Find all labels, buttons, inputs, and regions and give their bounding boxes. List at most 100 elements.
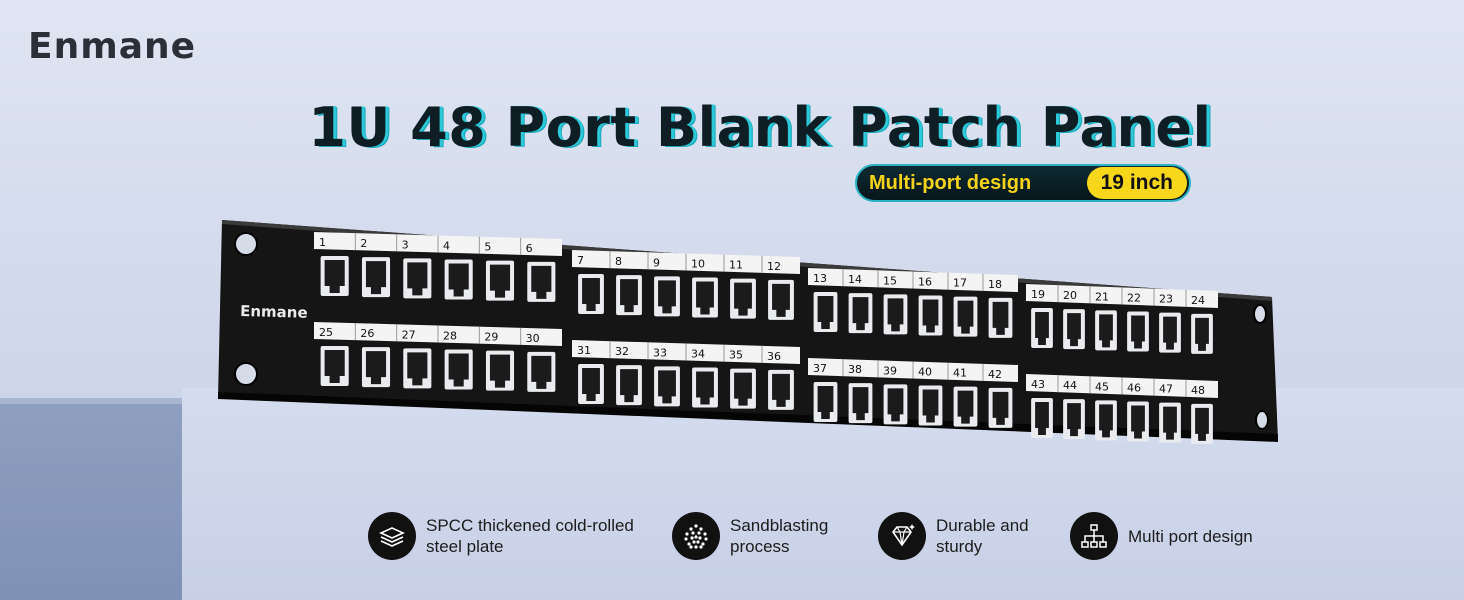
port-number: 12	[767, 260, 781, 273]
port-number: 40	[918, 366, 932, 379]
port-number: 18	[988, 278, 1002, 291]
port-slot	[324, 350, 345, 383]
port-slot	[620, 369, 638, 403]
port-number: 21	[1095, 290, 1109, 303]
port-slot	[448, 263, 469, 297]
port-number: 7	[577, 254, 584, 267]
dot	[703, 532, 707, 536]
port-slot	[1131, 405, 1145, 439]
port-slot	[620, 279, 638, 313]
brand-logo: Enmane	[28, 26, 197, 67]
port-slot	[887, 298, 904, 332]
port-slot	[734, 372, 752, 406]
port-number: 20	[1063, 289, 1077, 302]
port-slot	[658, 280, 676, 314]
dot	[697, 531, 701, 535]
dot	[689, 545, 693, 549]
background-step	[0, 402, 182, 600]
port-number: 48	[1191, 384, 1205, 397]
mount-hole	[234, 362, 258, 386]
port-slot	[1035, 402, 1049, 435]
port-number: 2	[360, 237, 367, 250]
feature-line: Durable and	[936, 516, 1029, 535]
port-number: 29	[484, 331, 498, 344]
port-slot	[922, 389, 939, 423]
dot	[684, 537, 688, 541]
stacked-plates-icon	[368, 512, 416, 560]
tag-pill: Multi-port design 19 inch	[855, 164, 1191, 202]
port-number: 27	[402, 328, 416, 341]
port-slot	[1195, 407, 1209, 441]
port-number: 47	[1159, 383, 1173, 396]
port-number: 13	[813, 272, 827, 285]
port-slot	[1163, 406, 1177, 440]
port-number: 46	[1127, 382, 1141, 395]
mount-hole	[1253, 304, 1267, 324]
mount-hole	[234, 232, 258, 256]
port-number: 43	[1031, 378, 1045, 391]
port-number: 14	[848, 273, 862, 286]
port-number: 32	[615, 345, 629, 358]
port-slot	[365, 261, 387, 295]
port-slot	[696, 371, 714, 405]
port-slot	[817, 386, 834, 419]
port-number: 34	[691, 348, 705, 361]
feature-line: sturdy	[936, 537, 983, 556]
port-slot	[772, 373, 790, 407]
port-slot	[324, 260, 345, 293]
port-slot	[489, 264, 511, 298]
port-slot	[1067, 403, 1081, 437]
port-slot	[772, 283, 790, 317]
port-slot	[531, 265, 552, 299]
port-number: 10	[691, 258, 705, 271]
dot	[689, 527, 693, 531]
feature-line: process	[730, 537, 790, 556]
port-slot	[1099, 404, 1113, 438]
background-step-edge	[0, 398, 182, 404]
diamond-icon	[878, 512, 926, 560]
dot	[698, 536, 702, 540]
port-number: 28	[443, 330, 457, 343]
port-number: 45	[1095, 380, 1109, 393]
port-number: 35	[729, 349, 743, 362]
port-number: 16	[918, 276, 932, 289]
port-number: 36	[767, 350, 781, 363]
port-slot	[1195, 317, 1209, 351]
mount-hole	[1255, 410, 1269, 430]
dot	[694, 524, 698, 528]
port-slot	[817, 296, 834, 329]
port-number: 8	[615, 255, 622, 268]
port-slot	[448, 353, 469, 387]
port-number: 17	[953, 277, 967, 290]
feature-line: Sandblasting	[730, 516, 829, 535]
port-number: 37	[813, 362, 827, 375]
dot	[687, 542, 691, 546]
port-slot	[957, 300, 974, 334]
dot	[691, 531, 695, 535]
port-number: 3	[402, 238, 409, 251]
dot	[685, 532, 689, 536]
dot	[696, 540, 700, 544]
feature-steel-plate: SPCC thickened cold-rolled steel plate	[368, 512, 634, 560]
port-number: 5	[484, 241, 491, 254]
feature-durable: Durable and sturdy	[878, 512, 1029, 560]
port-number: 22	[1127, 292, 1141, 305]
feature-multiport: Multi port design	[1070, 512, 1253, 560]
panel-body	[218, 220, 1278, 440]
port-slot	[696, 281, 714, 315]
port-slot	[922, 299, 939, 333]
port-number: 1	[319, 236, 326, 249]
port-slot	[1131, 315, 1145, 349]
sandblast-dots-icon	[672, 512, 720, 560]
dot	[690, 536, 694, 540]
port-slot	[489, 354, 511, 388]
port-slot	[992, 391, 1009, 425]
port-number: 25	[319, 326, 333, 339]
port-slot	[582, 368, 600, 401]
dot	[699, 545, 703, 549]
port-slot	[992, 301, 1009, 335]
port-number: 30	[526, 332, 540, 345]
panel-bottom-edge	[218, 392, 1278, 442]
